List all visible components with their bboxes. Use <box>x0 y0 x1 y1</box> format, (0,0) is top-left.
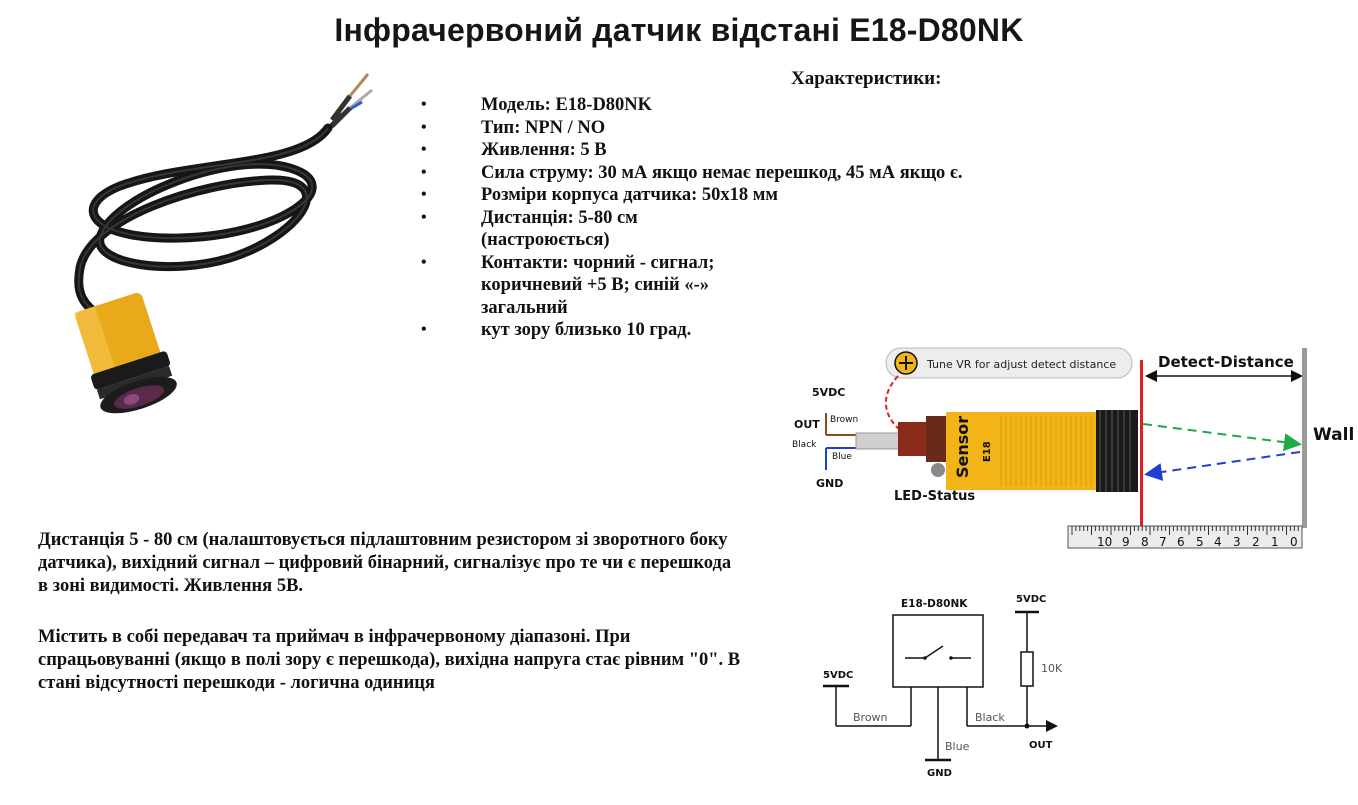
ruler-tick-label: 8 <box>1141 535 1149 549</box>
led-status-label: LED-Status <box>894 489 975 504</box>
vdc-label: 5VDC <box>812 386 845 399</box>
ruler-tick-label: 0 <box>1290 535 1298 549</box>
circuit-vdc-top-label: 5VDC <box>1016 594 1046 605</box>
blue-label: Blue <box>832 452 852 462</box>
circuit-gnd-label: GND <box>927 768 952 779</box>
spec-item: Сила струму: 30 мА якщо немає перешкод, … <box>420 162 963 185</box>
ruler-tick-label: 10 <box>1097 535 1112 549</box>
specs-heading: Характеристики: <box>791 68 942 89</box>
ruler-tick-label: 4 <box>1214 535 1222 549</box>
circuit-part-label: E18-D80NK <box>901 598 968 610</box>
ruler-tick-label: 6 <box>1177 535 1185 549</box>
ruler-tick-label: 2 <box>1252 535 1260 549</box>
description-paragraph-2: Містить в собі передавач та приймач в ін… <box>38 627 741 693</box>
sensor-product-photo <box>74 73 373 414</box>
circuit-brown-label: Brown <box>853 711 888 724</box>
specs-list: Модель: E18-D80NK Тип: NPN / NO Живлення… <box>420 94 963 342</box>
gnd-label: GND <box>816 477 843 490</box>
ruler-tick-label: 3 <box>1233 535 1241 549</box>
circuit-vdc-left-label: 5VDC <box>823 670 853 681</box>
detect-distance-diagram: Tune VR for adjust detect distance Detec… <box>792 347 1354 549</box>
page-title: Інфрачервоний датчик відстані E18-D80NK <box>334 12 1024 48</box>
spec-item: Тип: NPN / NO <box>420 117 963 140</box>
detect-distance-label: Detect-Distance <box>1158 353 1294 371</box>
spec-item: Контакти: чорний - сигнал; коричневий +5… <box>420 252 781 320</box>
circuit-blue-label: Blue <box>945 740 970 753</box>
ruler-tick-label: 5 <box>1196 535 1204 549</box>
circuit-black-label: Black <box>975 711 1005 724</box>
spec-item: Розміри корпуса датчика: 50х18 мм <box>420 184 963 207</box>
spec-item: Живлення: 5 В <box>420 139 963 162</box>
brown-label: Brown <box>830 415 858 425</box>
spec-item: кут зору близько 10 град. <box>420 319 963 342</box>
out-label: OUT <box>794 418 820 431</box>
spec-item: Модель: E18-D80NK <box>420 94 963 117</box>
ruler-tick-label: 9 <box>1122 535 1130 549</box>
circuit-resistor-label: 10K <box>1041 662 1063 675</box>
description-paragraph-1: Дистанція 5 - 80 см (налаштовується підл… <box>38 530 732 596</box>
wall-label: Wall <box>1313 425 1354 445</box>
circuit-out-label: OUT <box>1029 740 1053 751</box>
sensor-label: Sensor <box>953 416 972 478</box>
sensor-model-label: E18 <box>982 441 993 462</box>
spec-item: Дистанція: 5-80 см (настроюється) <box>420 207 731 252</box>
tune-note: Tune VR for adjust detect distance <box>926 358 1116 371</box>
black-label: Black <box>792 440 817 450</box>
ruler-tick-label: 7 <box>1159 535 1167 549</box>
circuit-schematic: E18-D80NK 5VDC Brown Blue GND Black OUT … <box>823 594 1063 779</box>
ruler-tick-label: 1 <box>1271 535 1279 549</box>
